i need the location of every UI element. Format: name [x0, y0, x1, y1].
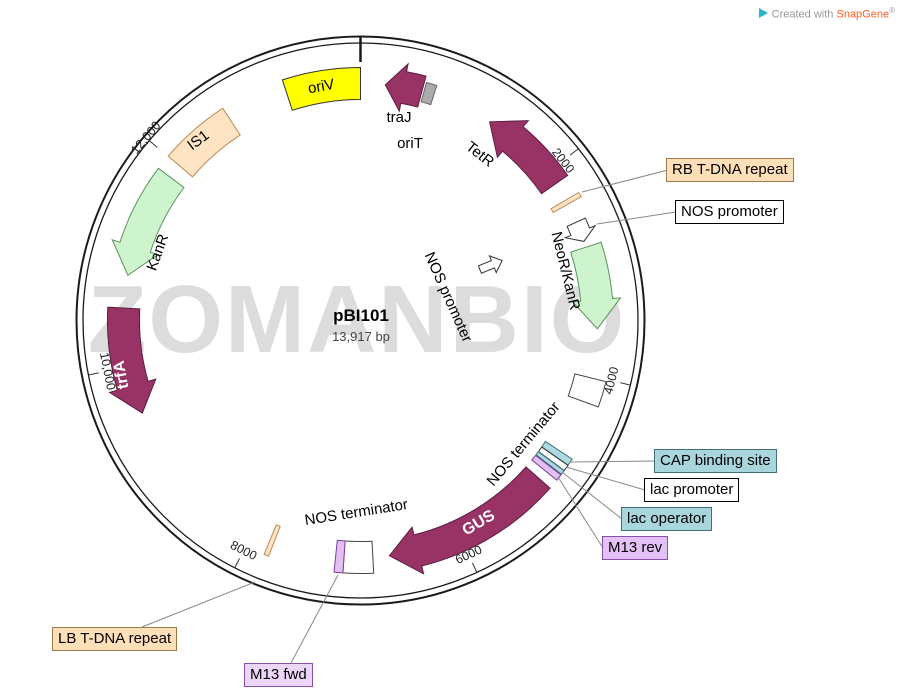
leader-cap-binding-site: [569, 460, 656, 463]
watermark-text: ZOMANBIO: [88, 266, 627, 373]
attribution-prefix: Created with: [771, 8, 834, 21]
orit-label: oriT: [397, 135, 423, 152]
tick-mark-12000: [149, 140, 158, 148]
feature-m13-rev: [531, 454, 562, 481]
feature-nos-terminator: [567, 373, 607, 408]
callout-cap-binding-site: CAP binding site: [654, 449, 777, 473]
leader-lac-promoter: [565, 466, 646, 491]
traj-label: traJ: [386, 109, 411, 126]
tick-label-4000: 4000: [601, 365, 621, 395]
leader-lb-t-dna-repeat: [141, 581, 256, 628]
nos-promoter-direction-icon: [477, 255, 503, 274]
snapgene-brand: SnapGene: [836, 8, 890, 21]
tick-mark-8000: [234, 558, 240, 568]
nos-terminator-bottom-label: NOS terminator: [304, 496, 410, 529]
feature-nos-terminator: [342, 540, 375, 575]
snapgene-logo-icon: [758, 7, 768, 18]
tick-mark-2000: [569, 148, 579, 156]
feature-trfa: [106, 306, 157, 414]
feature-lac-operator: [535, 450, 565, 476]
callout-lac-promoter: lac promoter: [644, 478, 740, 502]
trfa-label: trfA: [111, 359, 133, 390]
callout-m13-fwd: M13 fwd: [244, 663, 313, 687]
feature-oriv: [281, 66, 361, 111]
feature-is1: [167, 107, 241, 178]
leader-rb-t-dna-repeat: [581, 169, 669, 193]
feature-neor-kanr: [570, 241, 622, 330]
plasmid-backbone-ring: [75, 35, 646, 606]
leader-m13-fwd: [290, 574, 339, 664]
feature-layer: [106, 62, 622, 575]
feature-m13-fwd: [333, 539, 346, 574]
feature-rb-t-dna-repeat: [550, 191, 582, 214]
feature-nos-promoter: [563, 217, 597, 242]
tick-mark-4000: [620, 382, 631, 386]
feature-kanr: [111, 167, 185, 277]
tick-mark-6000: [472, 562, 478, 573]
leader-nos-promoter: [596, 211, 677, 225]
plasmid-name: pBI101: [333, 306, 389, 325]
leader-m13-rev: [557, 476, 604, 549]
feature-lb-t-dna-repeat: [263, 524, 281, 557]
feature-traj: [384, 62, 427, 113]
tick-mark-10000: [88, 372, 99, 376]
tetr-label: TetR: [462, 138, 497, 170]
callout-lb-t-dna-repeat: LB T-DNA repeat: [52, 627, 178, 651]
feature-tetr: [488, 120, 569, 195]
feature-gus: [388, 466, 551, 575]
oriv-label: oriV: [307, 76, 336, 97]
callout-nos-promoter: NOS promoter: [675, 200, 784, 224]
plasmid-title: pBI101 13,917 bp: [332, 306, 390, 344]
leader-lines: [141, 169, 677, 664]
callout-m13-rev: M13 rev: [602, 536, 669, 560]
callout-rb-t-dna-repeat: RB T-DNA repeat: [666, 158, 794, 182]
leader-lac-operator: [561, 471, 623, 520]
callout-lac-operator: lac operator: [621, 507, 713, 531]
tick-label-8000: 8000: [228, 538, 259, 563]
feature-orit: [420, 81, 438, 106]
registered-mark: ®: [889, 6, 895, 15]
plasmid-size: 13,917 bp: [332, 329, 390, 344]
snapgene-attribution: Created with SnapGene®: [758, 6, 895, 21]
